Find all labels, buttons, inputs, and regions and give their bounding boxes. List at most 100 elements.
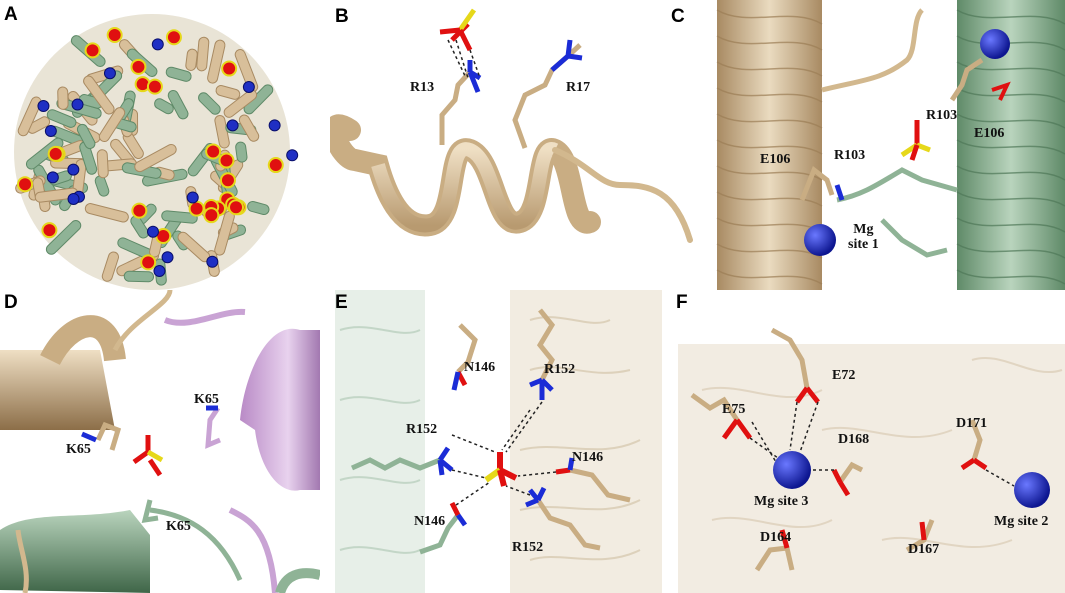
helix-rib [716, 139, 823, 155]
residue-label: R152 [406, 422, 438, 437]
panel-c-image [716, 0, 1065, 290]
panel-d-label: D [4, 292, 18, 313]
helix-segment [154, 98, 174, 115]
panel-c-label: C [671, 6, 685, 27]
helix-segment [76, 123, 96, 150]
panel-a: A [0, 0, 320, 290]
helix-segment [101, 251, 119, 282]
panel-e: E N146 R152 R152 N146 N146 R152 [330, 290, 662, 593]
magnesium-ion [153, 265, 166, 278]
magnesium-ion [206, 255, 219, 268]
magnesium-ion [151, 38, 164, 51]
panel-f-image [678, 327, 1065, 593]
helix-segment [46, 109, 77, 128]
helix-segment [45, 220, 82, 255]
helix-segment [165, 66, 192, 82]
helix-segment [123, 270, 155, 283]
sulfate-ion [130, 58, 147, 75]
residue-label: E106 [974, 126, 1005, 141]
helix-segment [134, 143, 177, 173]
helix-rib [956, 165, 1065, 181]
sulfate-ion [267, 157, 284, 174]
residue-label: R152 [512, 540, 544, 555]
residue-label: D171 [956, 416, 988, 431]
magnesium-ion [67, 192, 80, 205]
residue-label: N146 [572, 450, 604, 465]
mg-site-label: Mg site 2 [994, 514, 1049, 529]
residue-label: R103 [926, 108, 958, 123]
helix-rib [956, 217, 1065, 233]
helix-rib [716, 87, 823, 103]
residue-label: E75 [722, 402, 746, 417]
helix-segment [196, 36, 210, 72]
helix-rib [956, 243, 1065, 259]
mg-site-label: Mg site 3 [754, 494, 809, 509]
helix-segment [57, 86, 69, 110]
sulfate-ion [219, 172, 236, 189]
mg-site-label: Mg site 1 [848, 222, 879, 252]
sulfate-ion [165, 29, 182, 46]
helix-segment [25, 137, 64, 170]
panel-c: C R103 E106 E106 R103 Mg site 1 [662, 0, 1065, 290]
helix-rib [956, 191, 1065, 207]
helix-rib [716, 191, 823, 207]
sulfate-ion [205, 143, 222, 160]
helix-rib [716, 269, 823, 285]
sulfate-ion [41, 222, 58, 239]
helix-rib [956, 87, 1065, 103]
residue-label: R103 [834, 148, 866, 163]
panel-e-image [330, 290, 662, 593]
panel-b: B R13 R17 [330, 0, 705, 290]
magnesium-ion [226, 119, 239, 132]
residue-label: K65 [194, 392, 219, 407]
sulfate-ion [188, 200, 205, 217]
helix-segment [198, 92, 221, 115]
magnesium-ion [37, 100, 50, 113]
sulfate-ion [146, 78, 163, 95]
residue-label: E72 [832, 368, 856, 383]
residue-label: K65 [166, 519, 191, 534]
helix-segment [238, 114, 260, 142]
panel-a-image [14, 14, 299, 290]
magnesium-ion [44, 125, 57, 138]
helix-rib [716, 113, 823, 129]
magnesium-ion [103, 67, 116, 80]
helix-rib [956, 269, 1065, 285]
sulfate-ion [221, 60, 238, 77]
helix-segment [215, 85, 241, 100]
magnesium-ion [286, 149, 299, 162]
panel-a-label: A [4, 4, 18, 25]
helix-segment [207, 39, 226, 84]
panel-b-label: B [335, 6, 349, 27]
helix-rib [716, 9, 823, 25]
sulfate-ion [106, 27, 123, 44]
magnesium-ion [146, 225, 159, 238]
magnesium-ion [186, 191, 199, 204]
helix-segment [84, 203, 129, 223]
sulfate-ion [84, 42, 101, 59]
sulfate-ion [228, 199, 245, 216]
residue-label: E106 [760, 152, 791, 167]
panel-e-label: E [335, 292, 348, 313]
panel-f-label: F [676, 292, 688, 313]
sulfate-ion [131, 202, 148, 219]
helix-segment [98, 107, 126, 143]
residue-label: N146 [414, 514, 446, 529]
sulfate-ion [17, 176, 34, 193]
helix-rib [716, 61, 823, 77]
residue-label: D168 [838, 432, 870, 447]
sulfate-ion [218, 152, 235, 169]
helix-segment [94, 175, 110, 197]
magnesium-ion [161, 251, 174, 264]
helix-rib [716, 35, 823, 51]
helix-rib [956, 35, 1065, 51]
panel-b-image [330, 8, 693, 243]
helix-segment [17, 96, 42, 137]
helix-segment [130, 215, 149, 239]
residue-label: R152 [544, 362, 576, 377]
residue-label: N146 [464, 360, 496, 375]
residue-label: D164 [760, 530, 792, 545]
helix-segment [223, 89, 258, 118]
sulfate-ion [140, 254, 157, 271]
helix-segment [235, 141, 248, 163]
